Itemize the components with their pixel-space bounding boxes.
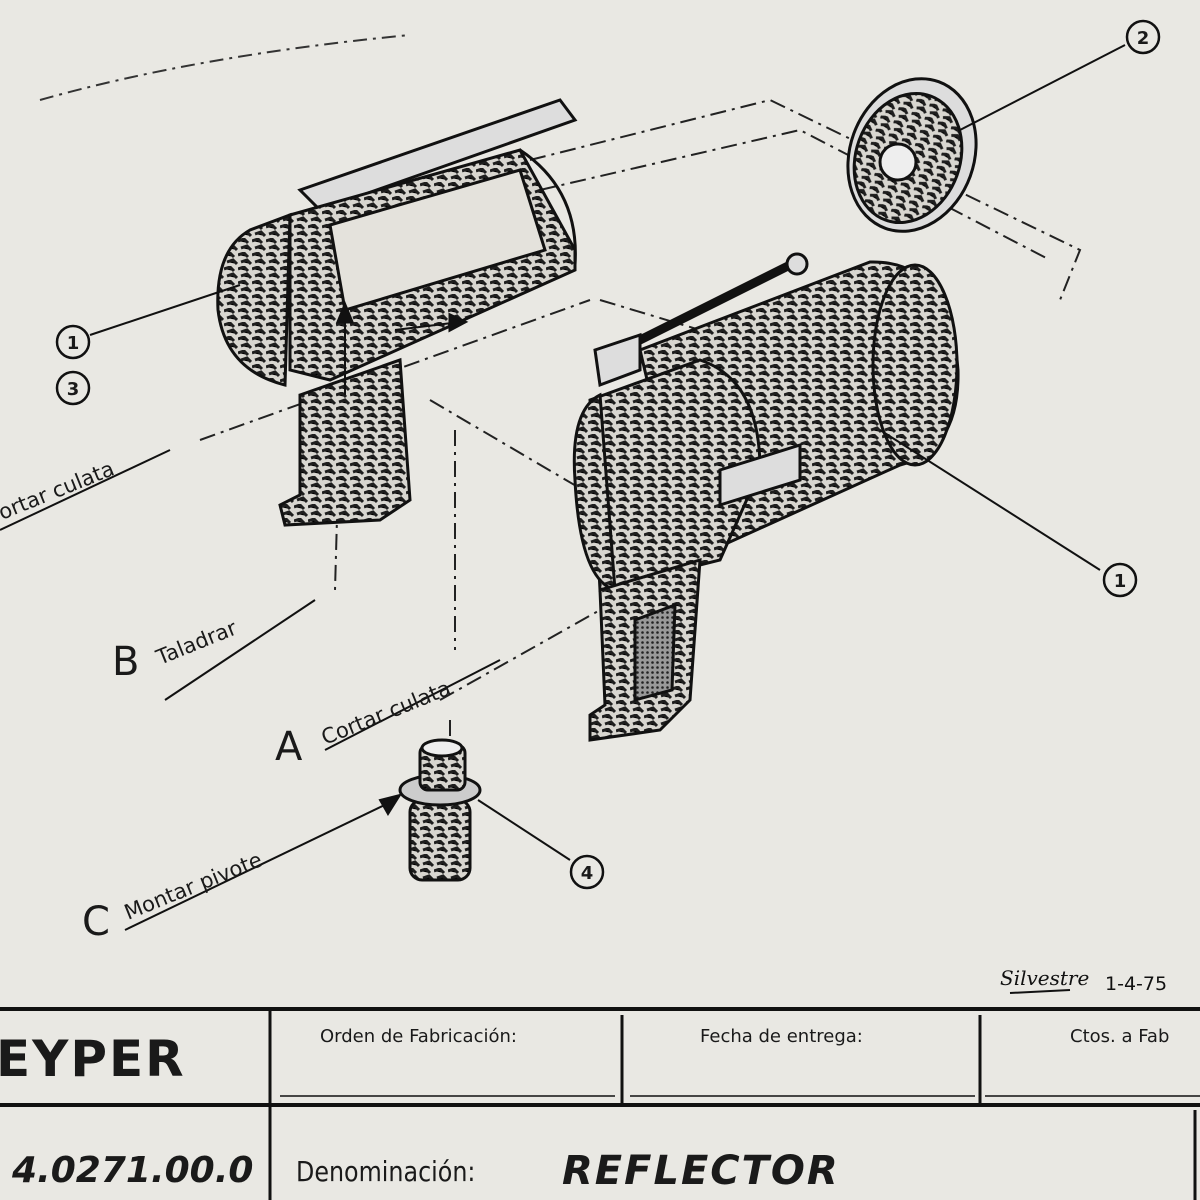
svg-text:1: 1 <box>67 333 80 354</box>
letter-a: A <box>275 724 303 770</box>
company-logo: EYPER <box>0 1030 186 1088</box>
callout-1-left: 1 <box>55 324 91 360</box>
arc-line <box>39 34 411 101</box>
letter-b: B <box>112 639 139 685</box>
svg-text:1: 1 <box>1114 571 1127 592</box>
signature-underline <box>1009 989 1071 994</box>
order-label: Orden de Fabricación: <box>320 1026 517 1047</box>
leader-lines <box>0 44 1126 931</box>
title-block-grid <box>0 1007 1200 1200</box>
label-cut-left: ortar culata <box>0 456 118 524</box>
housing-cut-part <box>216 98 578 527</box>
signature: Silvestre <box>1000 966 1089 990</box>
label-montar-pivote: Montar pivote <box>121 848 266 925</box>
reflector-assembly <box>572 252 960 742</box>
delivery-label: Fecha de entrega: <box>700 1026 863 1047</box>
pivot-part <box>398 738 482 882</box>
callout-1-right: 1 <box>1102 562 1138 598</box>
callout-3: 3 <box>55 370 91 406</box>
ctos-label: Ctos. a Fab <box>1070 1026 1170 1047</box>
signature-date: 1-4-75 <box>1105 973 1167 995</box>
denomination-value: REFLECTOR <box>562 1148 840 1194</box>
label-cortar-culata: Cortar culata <box>318 676 454 750</box>
part-number: 4.0271.00.0 <box>12 1150 254 1191</box>
svg-text:4: 4 <box>581 863 594 884</box>
denomination-label: Denominación: <box>296 1155 476 1188</box>
construction-lines <box>199 98 1082 745</box>
callout-2: 2 <box>1125 19 1161 55</box>
label-taladrar: Taladrar <box>152 616 241 670</box>
lens-disc <box>846 77 978 233</box>
letter-c: C <box>82 899 110 945</box>
svg-text:2: 2 <box>1137 28 1150 49</box>
svg-text:3: 3 <box>67 379 80 400</box>
callout-4: 4 <box>569 854 605 890</box>
